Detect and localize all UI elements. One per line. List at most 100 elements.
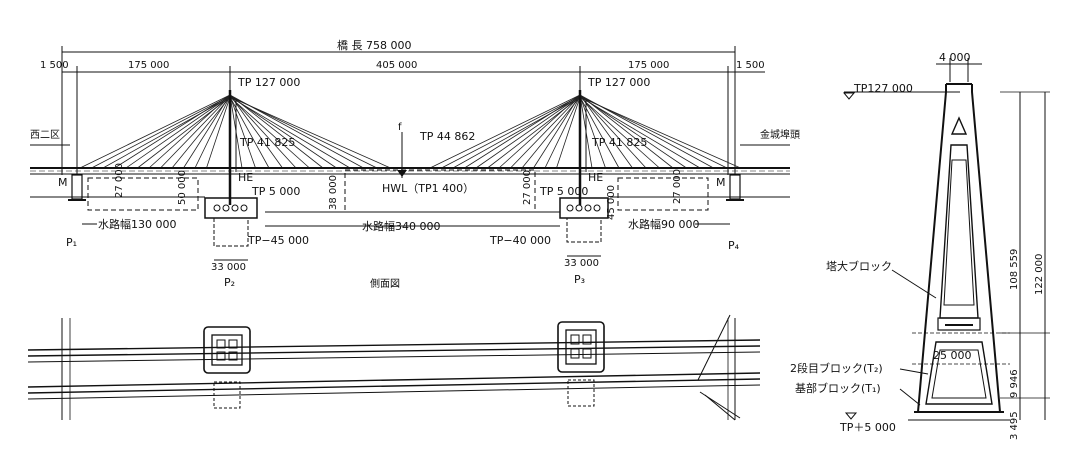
stay-cable	[579, 96, 660, 169]
block-top-label: 塔大ブロック	[826, 259, 892, 273]
stay-cable	[194, 95, 231, 169]
caisson-p3-top	[559, 197, 609, 219]
stay-cable	[171, 96, 231, 169]
block-second-label: 2段目ブロック(T₂)	[790, 361, 883, 375]
stay-cable	[229, 94, 324, 169]
water-width-left: 水路幅130 000	[98, 218, 177, 231]
stay-cable	[229, 95, 297, 169]
tower-base-level: TP＋5 000	[839, 421, 896, 434]
v-50: 50 000	[177, 170, 188, 205]
stay-cable	[114, 94, 231, 169]
pier-label-p3: P₃	[574, 273, 585, 286]
stay-cable	[510, 95, 581, 169]
v-27-center: 27 000	[522, 170, 533, 205]
m-left: M	[58, 176, 68, 189]
tp-base-left: TP 5 000	[251, 185, 300, 198]
v-38: 38 000	[328, 175, 339, 210]
tp-top-left: TP 127 000	[237, 76, 300, 89]
tower-height-total: 122 000	[1034, 254, 1045, 295]
stay-cable	[429, 94, 581, 169]
pier-label-p4: P₄	[728, 239, 740, 252]
pier-p1	[71, 174, 83, 200]
tower-top-width: 4 000	[939, 51, 971, 64]
stay-cable	[544, 95, 581, 169]
caisson-p3	[566, 217, 602, 243]
caisson-p2-top	[204, 197, 258, 219]
he-right: HE	[588, 171, 603, 184]
tower-crossbeam	[937, 317, 981, 331]
tp-base-right: TP 5 000	[539, 185, 588, 198]
tp-found-right: TP−40 000	[489, 234, 551, 247]
stay-cable	[579, 95, 606, 169]
plan-pier-p3	[557, 321, 605, 373]
tp-top-right: TP 127 000	[587, 76, 650, 89]
center-span: 405 000	[376, 60, 417, 71]
stay-cable	[475, 95, 581, 169]
stay-cable	[521, 96, 581, 169]
stay-cable	[579, 94, 674, 169]
stay-cable	[206, 96, 231, 169]
left-end-dim: 1 500	[40, 60, 69, 71]
stay-cable	[498, 94, 581, 169]
caisson-p2	[213, 217, 249, 247]
stay-cable	[148, 94, 231, 169]
water-width-right: 水路幅90 000	[628, 218, 700, 231]
stay-cable	[229, 95, 337, 169]
stay-cable	[229, 96, 391, 169]
tower-leg-left	[917, 84, 947, 413]
hwl-label: HWL（TP1 400）	[382, 182, 474, 195]
found-width-left: 33 000	[211, 262, 246, 273]
pier-p4	[729, 174, 741, 200]
tower-height-upper: 108 559	[1009, 249, 1020, 290]
found-width-right: 33 000	[564, 258, 599, 269]
tower-base-width: 25 000	[933, 349, 972, 362]
stay-cable	[183, 94, 231, 169]
stay-cable	[579, 95, 687, 169]
block-base-label: 基部ブロック(T₁)	[795, 381, 881, 395]
pier-label-p2: P₂	[224, 276, 235, 289]
stay-cable	[125, 95, 231, 169]
east-area-label: 金城埠頭	[760, 128, 800, 141]
stay-cables	[79, 94, 741, 169]
total-length: 橋 長 758 000	[337, 38, 411, 52]
tp-girder-left: TP 41 825	[239, 136, 295, 149]
tp-found-left: TP−45 000	[247, 234, 309, 247]
stay-cable	[229, 94, 283, 169]
tp-girder-right: TP 41 825	[591, 136, 647, 149]
stay-cable	[579, 96, 741, 169]
stay-cable	[229, 96, 310, 169]
pier-label-p1: P₁	[66, 236, 77, 249]
stay-cable	[91, 95, 231, 169]
right-end-dim: 1 500	[736, 60, 765, 71]
tp-center: TP 44 862	[419, 130, 475, 143]
west-area-label: 西二区	[30, 129, 60, 141]
v-45: 45 000	[606, 185, 617, 220]
side-span-right: 175 000	[628, 60, 669, 71]
plan-view	[27, 314, 761, 421]
f-mark: f	[398, 122, 402, 133]
tower-height-base: 3 495	[1009, 411, 1020, 440]
stay-cable	[441, 95, 581, 169]
plan-pier-p2	[203, 326, 251, 374]
stay-cable	[160, 95, 231, 169]
stay-cable	[579, 94, 633, 169]
v-27-right: 27 000	[672, 169, 683, 204]
he-left: HE	[238, 171, 253, 184]
tower-leg-right	[971, 84, 1001, 413]
tower-top-level: TP127 000	[853, 82, 913, 95]
stay-cable	[102, 96, 231, 169]
v-27-left: 27 000	[114, 163, 125, 198]
m-right: M	[716, 176, 726, 189]
stay-cable	[229, 95, 256, 169]
side-elevation: 橋 長 758 000 1 500 1 500 175 000 405 000 …	[30, 38, 800, 290]
tower-height-mid: 9 946	[1009, 369, 1020, 398]
stay-cable	[579, 95, 647, 169]
stay-cable	[229, 96, 351, 169]
stay-cable	[464, 94, 581, 169]
stay-cable	[556, 96, 581, 169]
stay-cable	[533, 94, 581, 169]
stay-cable	[79, 94, 231, 169]
stay-cable	[579, 96, 701, 169]
drawing-caption: 側面図	[370, 277, 400, 290]
